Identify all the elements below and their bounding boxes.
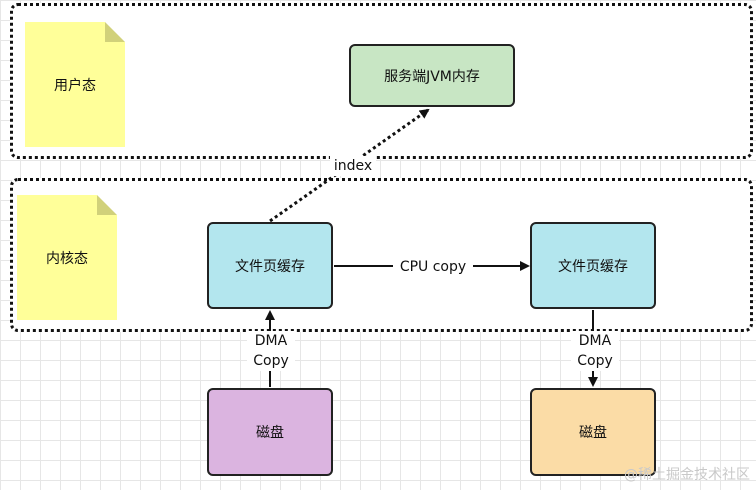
page-cache-left-label: 文件页缓存	[235, 258, 305, 275]
user-mode-label: 用户态	[54, 77, 96, 94]
page-cache-right-node: 文件页缓存	[530, 222, 656, 309]
disk-right-label: 磁盘	[579, 425, 607, 441]
dma-copy-right-edge-label: DMA Copy	[571, 331, 619, 371]
page-cache-right-label: 文件页缓存	[558, 258, 628, 275]
watermark: @稀土掘金技术社区	[624, 467, 750, 483]
disk-left-label: 磁盘	[256, 425, 284, 441]
jvm-memory-label: 服务端JVM内存	[384, 68, 480, 85]
cpu-copy-edge-label: CPU copy	[393, 257, 473, 277]
kernel-mode-note: 内核态	[17, 195, 117, 320]
page-cache-left-node: 文件页缓存	[207, 222, 333, 309]
user-mode-note: 用户态	[25, 22, 125, 147]
jvm-memory-node: 服务端JVM内存	[349, 44, 515, 107]
index-edge-label: index	[330, 156, 376, 176]
disk-left-node: 磁盘	[207, 388, 333, 476]
kernel-mode-label: 内核态	[46, 250, 88, 267]
disk-right-node: 磁盘	[530, 388, 656, 476]
dma-copy-left-edge-label: DMA Copy	[247, 331, 295, 371]
